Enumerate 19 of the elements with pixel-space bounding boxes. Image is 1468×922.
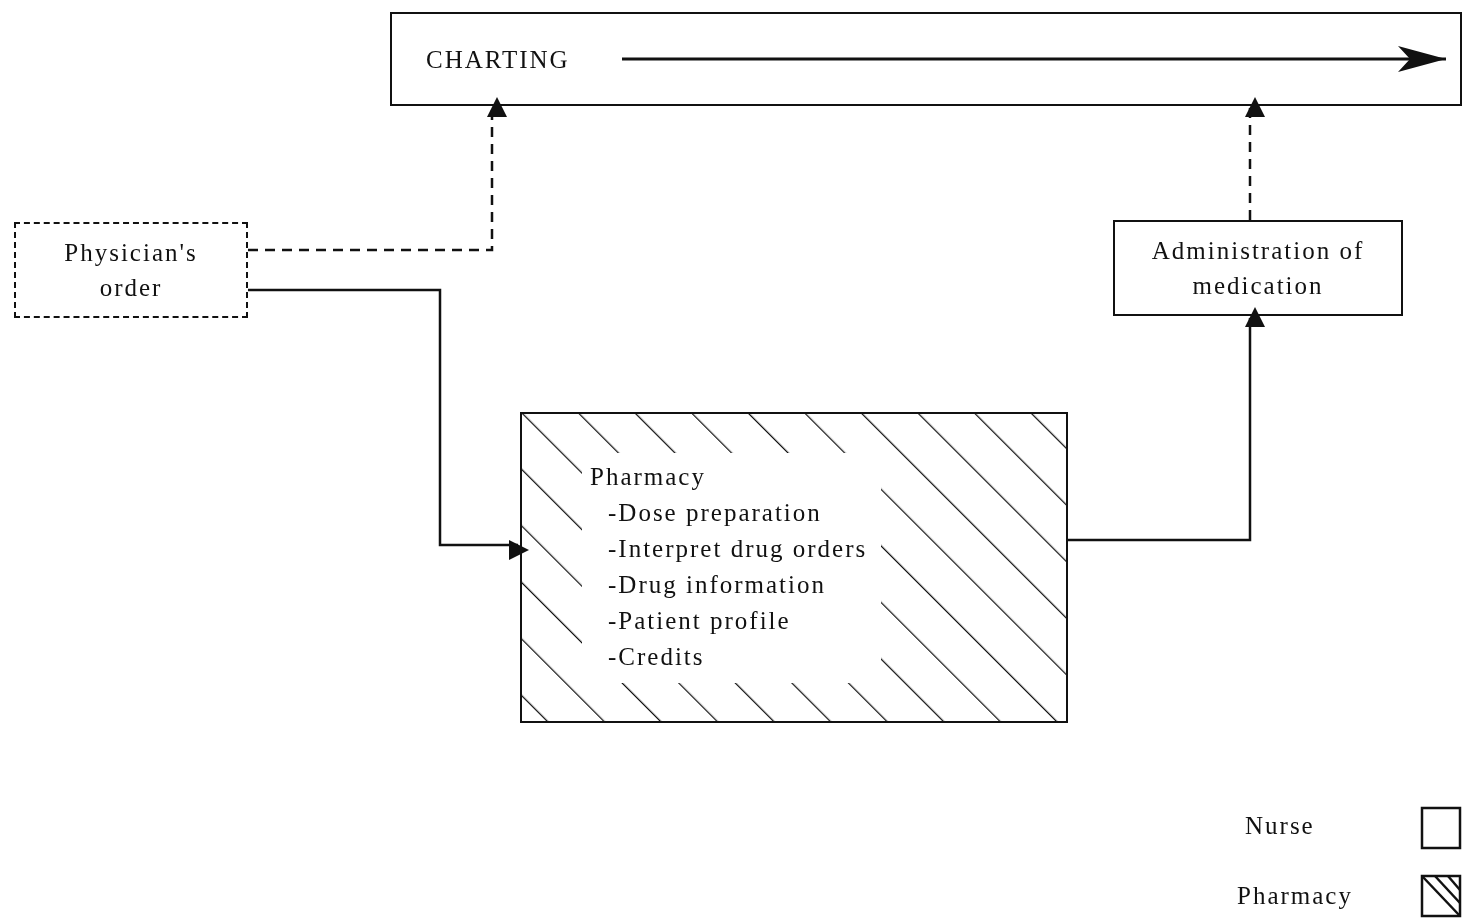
process-box: [1113, 220, 1403, 316]
list-item: -Patient profile: [607, 605, 792, 636]
box-label: CHARTING: [426, 44, 570, 75]
process-box: [14, 222, 248, 318]
arrow: [1068, 307, 1265, 542]
list-item: -Dose preparation: [607, 497, 823, 528]
box-heading: Pharmacy: [590, 461, 707, 492]
box-label: Administration of medication: [1150, 236, 1366, 301]
box-label: Physician's order: [63, 238, 199, 303]
arrow: [248, 97, 507, 252]
list-item: -Interpret drug orders: [607, 533, 868, 564]
charting-band: [390, 12, 1462, 106]
arrow: [1245, 97, 1265, 220]
list-item: -Credits: [607, 641, 706, 672]
legend-label: Pharmacy: [1237, 882, 1353, 910]
hatched-process-box: [520, 412, 1068, 723]
legend-label: Nurse: [1245, 812, 1315, 840]
arrow: [248, 288, 529, 560]
list-item: -Drug information: [607, 569, 827, 600]
